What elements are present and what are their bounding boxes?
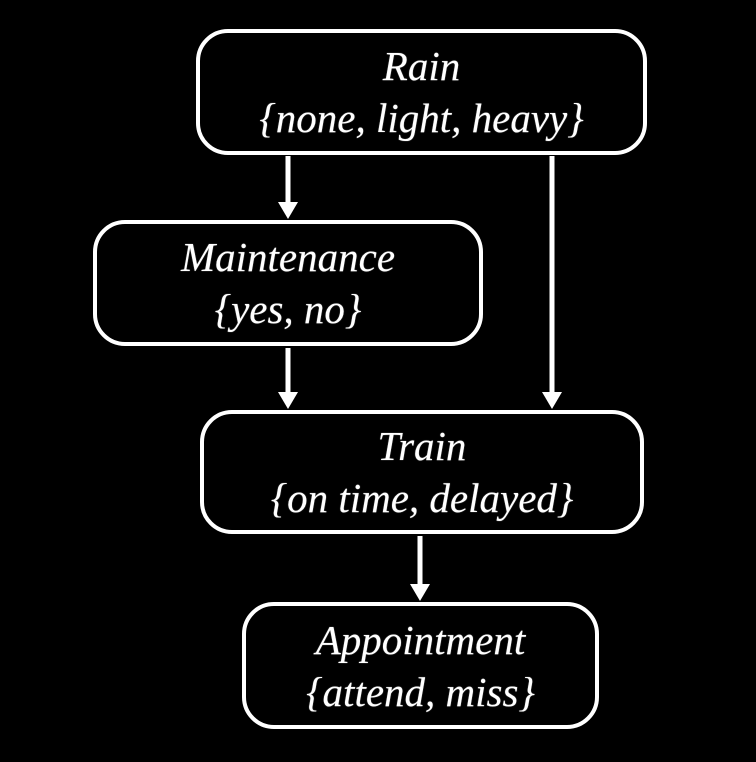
edge-rain-to-maintenance-arrow [278,156,298,219]
edge-train-to-appointment-arrow [410,536,430,601]
node-maintenance: Maintenance {yes, no} [93,220,483,346]
node-appointment-title: Appointment [315,616,526,663]
node-appointment-values: {attend, miss} [306,668,535,715]
edge-rain-to-train-arrow [542,156,562,409]
node-train-values: {on time, delayed} [270,475,574,521]
node-rain: Rain {none, light, heavy} [196,29,647,155]
edge-maintenance-to-train-arrow [278,348,298,409]
node-appointment: Appointment {attend, miss} [242,602,599,729]
node-rain-values: {none, light, heavy} [259,95,584,141]
node-train-title: Train [377,423,467,469]
node-maintenance-title: Maintenance [180,234,396,280]
node-rain-title: Rain [382,43,461,89]
node-maintenance-values: {yes, no} [214,286,362,332]
node-train: Train {on time, delayed} [200,410,644,534]
